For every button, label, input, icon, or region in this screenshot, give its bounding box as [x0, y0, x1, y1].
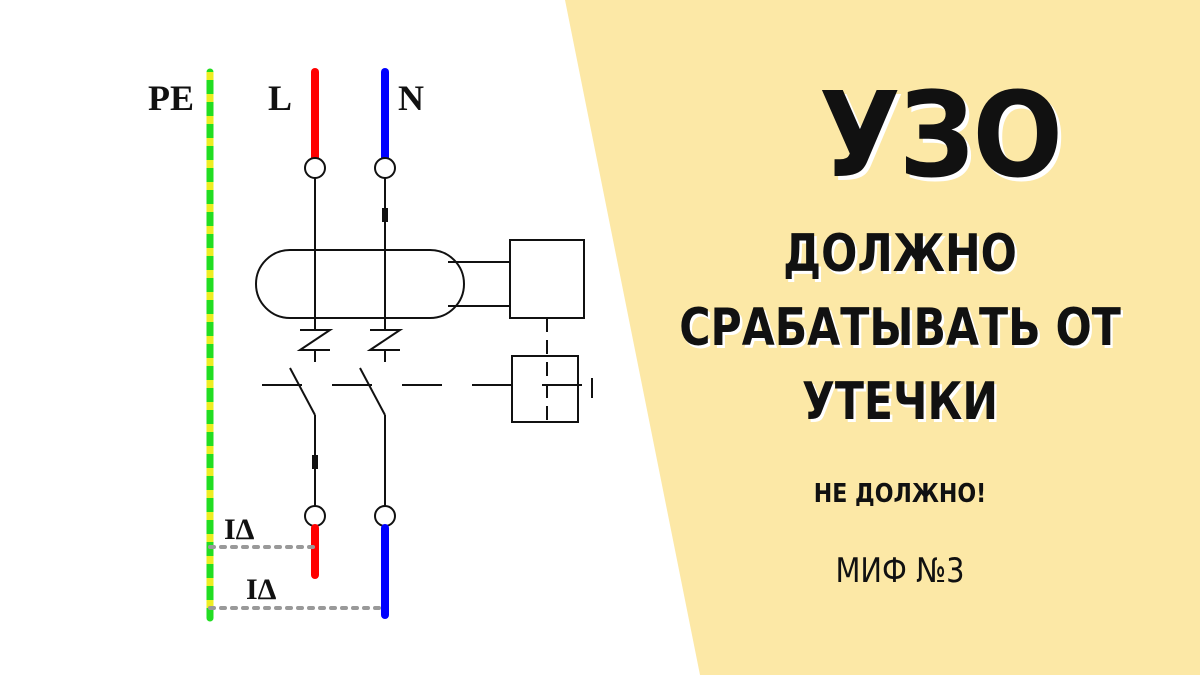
headline-line-1: ДОЛЖНО: [783, 224, 1017, 284]
test-button-box: [511, 355, 579, 423]
n-zigzag: [366, 329, 404, 351]
current-transformer-toroid: [255, 249, 465, 319]
trip-relay-box: [509, 239, 585, 319]
n-terminal-bottom: [374, 505, 396, 527]
headline-title: УЗО: [818, 66, 1063, 204]
l-fuse-mark: [312, 455, 318, 469]
n-terminal-top: [374, 157, 396, 179]
headline-subtext: НЕ ДОЛЖНО!: [813, 479, 987, 509]
l-zigzag: [296, 329, 334, 351]
pe-label: PE: [148, 78, 195, 118]
yellow-panel-shape: [565, 0, 1200, 675]
l-switch-blade: [289, 367, 316, 416]
headline-line-3: УТЕЧКИ: [801, 372, 999, 432]
l-terminal-top: [304, 157, 326, 179]
n-label: N: [398, 78, 424, 118]
myth-number: МИФ №3: [835, 551, 965, 591]
n-marker-top: [382, 208, 388, 222]
headline-line-2: СРАБАТЫВАТЬ ОТ: [679, 298, 1121, 358]
l-label: L: [268, 78, 293, 118]
leak-current-label-1: IΔ: [224, 513, 255, 546]
n-switch-blade: [359, 367, 386, 416]
leak-current-label-2: IΔ: [246, 573, 277, 606]
l-terminal-bottom: [304, 505, 326, 527]
